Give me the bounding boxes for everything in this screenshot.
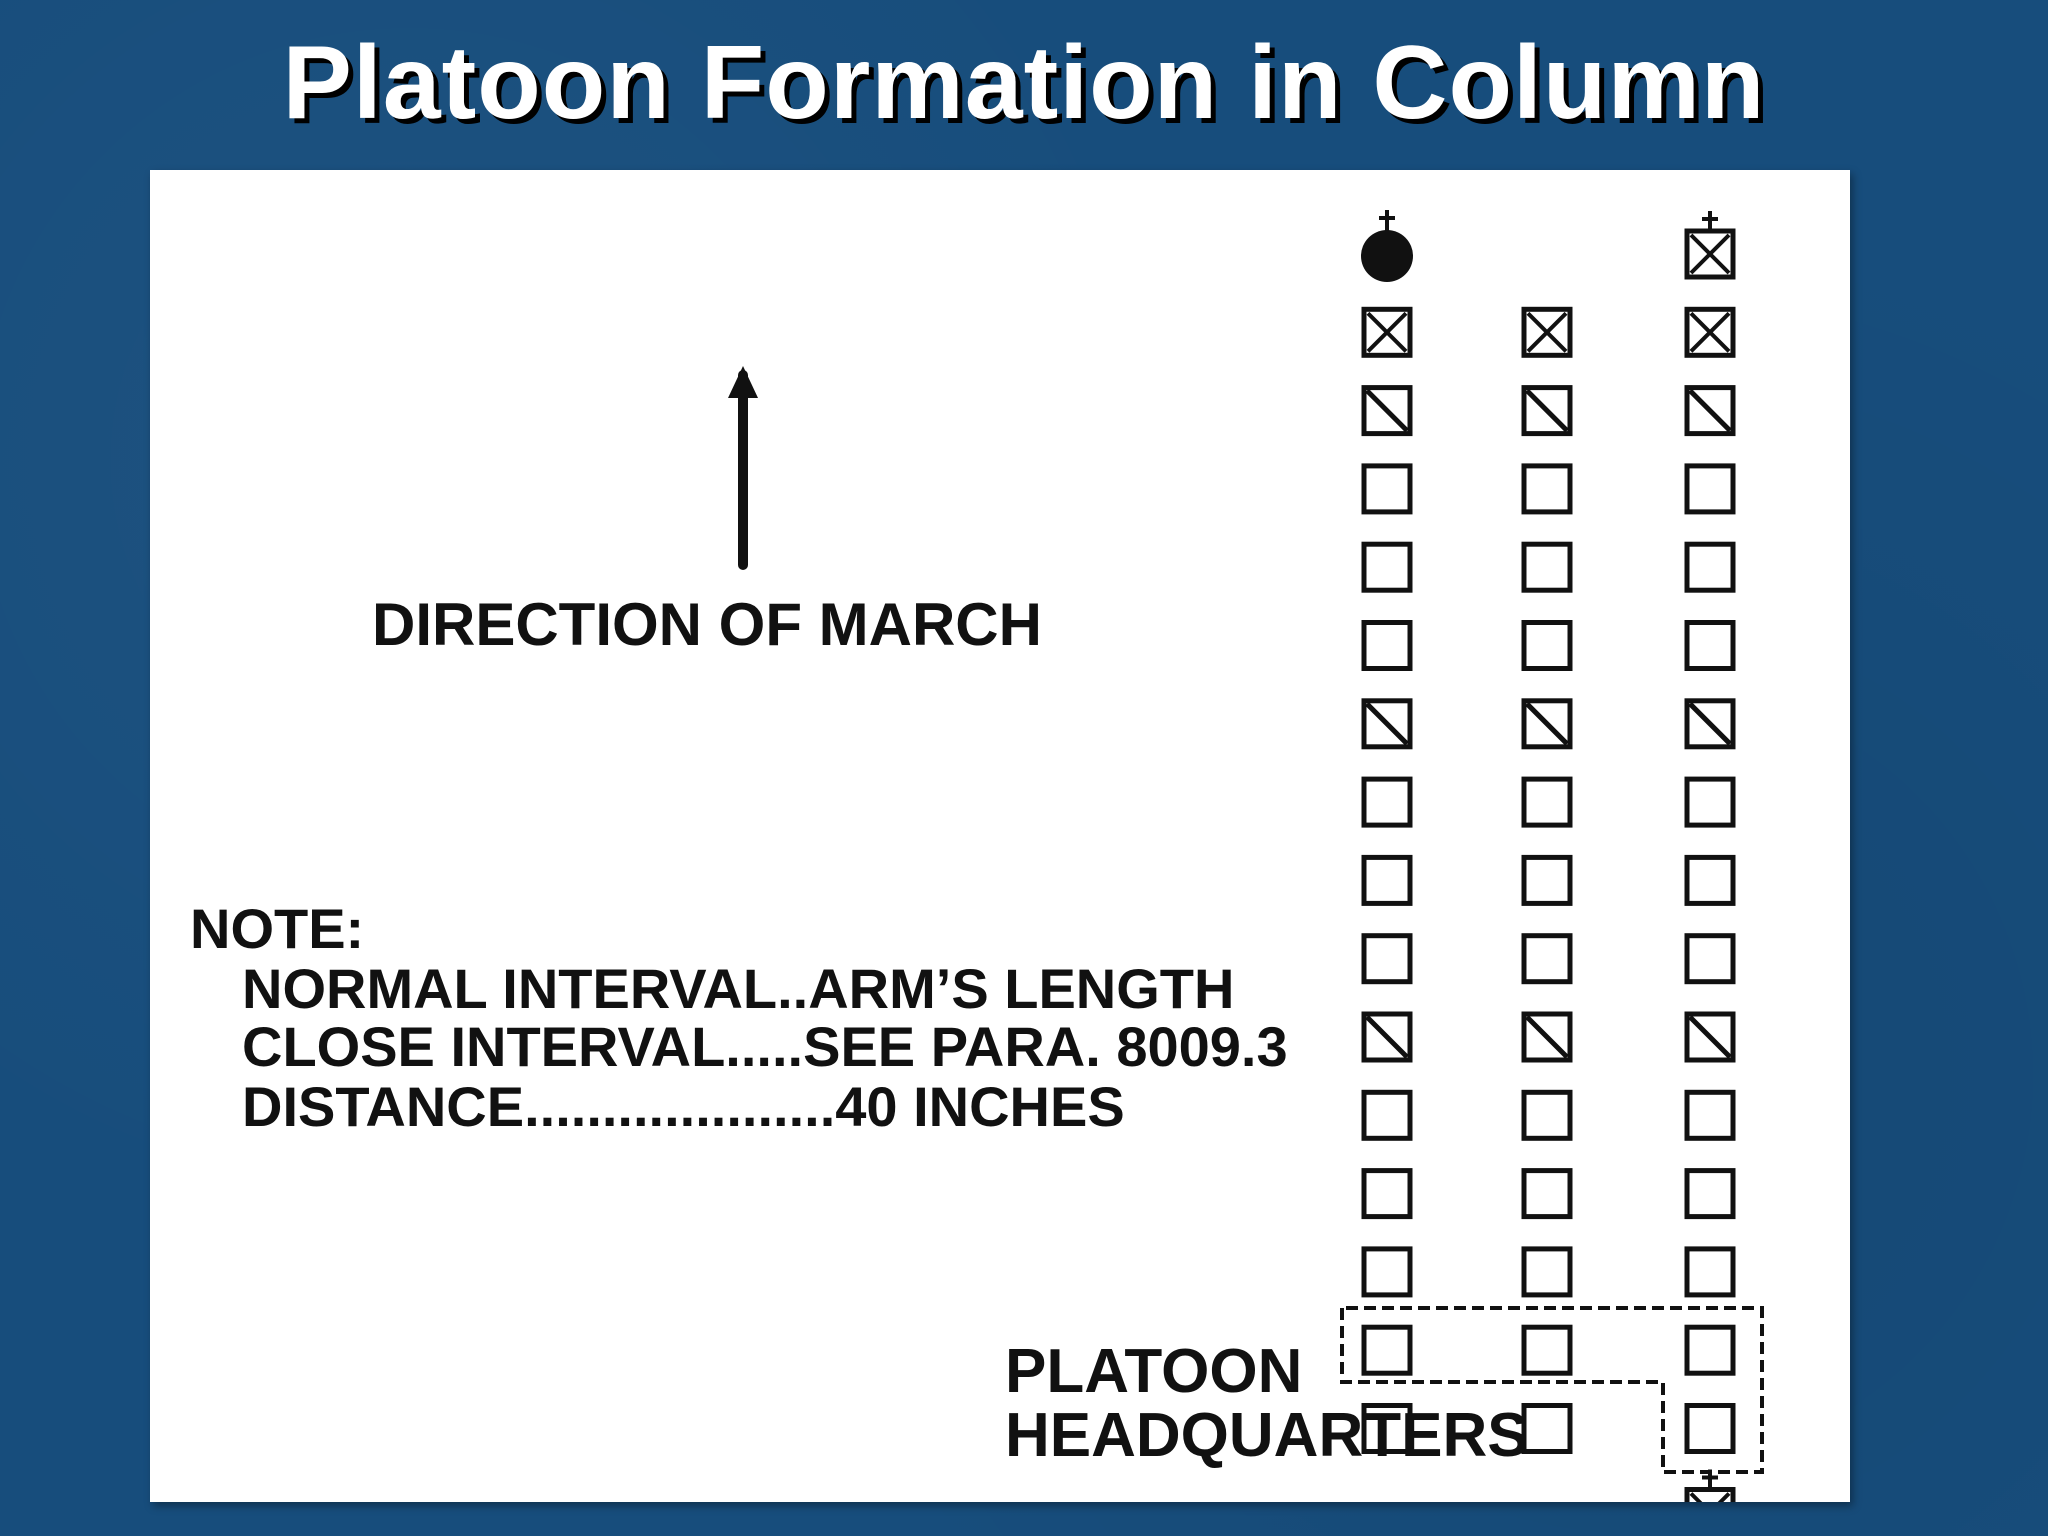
headquarters-member-symbol <box>1521 1403 1573 1454</box>
headquarters-label-line2: HEADQUARTERS <box>1005 1401 1529 1470</box>
member-symbol <box>1521 541 1573 593</box>
team-leader-symbol <box>1361 1011 1413 1063</box>
team-leader-symbol <box>1521 698 1573 750</box>
member-symbol <box>1684 541 1736 593</box>
member-symbol <box>1361 1324 1413 1376</box>
squad-leader-symbol <box>1684 306 1736 358</box>
member-symbol <box>1361 776 1413 828</box>
team-leader-symbol <box>1684 698 1736 750</box>
headquarters-dashed-box <box>1340 1306 1764 1474</box>
formation-diagram <box>728 210 1764 1502</box>
member-symbol <box>1684 933 1736 985</box>
member-symbol <box>1361 541 1413 593</box>
diagram-panel: DIRECTION OF MARCH NOTE: NORMAL INTERVAL… <box>150 170 1850 1502</box>
member-symbol <box>1684 1324 1736 1376</box>
direction-arrow-head <box>728 366 758 398</box>
member-symbol <box>1521 933 1573 985</box>
member-symbol <box>1684 854 1736 906</box>
member-symbol <box>1521 1246 1573 1298</box>
member-symbol <box>1361 1168 1413 1220</box>
member-symbol <box>1521 463 1573 515</box>
member-symbol <box>1521 854 1573 906</box>
member-symbol <box>1361 620 1413 671</box>
member-symbol <box>1684 463 1736 515</box>
direction-of-march-label: DIRECTION OF MARCH <box>372 591 1042 658</box>
team-leader-symbol <box>1521 1011 1573 1063</box>
team-leader-symbol <box>1684 385 1736 437</box>
note-heading: NOTE: <box>190 897 365 960</box>
squad-leader-symbol <box>1361 306 1413 358</box>
member-symbol <box>1361 1089 1413 1141</box>
team-leader-symbol <box>1361 385 1413 437</box>
formation-grid <box>1361 210 1736 1502</box>
team-leader-symbol <box>1361 698 1413 750</box>
note-normal-interval: NORMAL INTERVAL..ARM’S LENGTH <box>242 957 1235 1020</box>
headquarters-member-symbol <box>1684 1403 1736 1454</box>
direction-arrow <box>728 366 758 570</box>
guide-symbol <box>1684 211 1736 280</box>
note-close-interval: CLOSE INTERVAL.....SEE PARA. 8009.3 <box>242 1015 1288 1078</box>
team-leader-symbol <box>1684 1011 1736 1063</box>
member-symbol <box>1521 1324 1573 1376</box>
slide-title: Platoon Formation in Column <box>282 25 1766 141</box>
member-symbol <box>1361 1246 1413 1298</box>
headquarters-guide-symbol <box>1684 1469 1736 1502</box>
member-symbol <box>1521 1089 1573 1141</box>
member-symbol <box>1521 1168 1573 1220</box>
platoon-commander-symbol <box>1361 210 1413 282</box>
member-symbol <box>1361 463 1413 515</box>
team-leader-symbol <box>1521 385 1573 437</box>
member-symbol <box>1684 1168 1736 1220</box>
squad-leader-symbol <box>1521 306 1573 358</box>
member-symbol <box>1361 854 1413 906</box>
note-distance: DISTANCE....................40 INCHES <box>242 1075 1125 1138</box>
headquarters-member-symbol <box>1361 1403 1413 1454</box>
member-symbol <box>1684 776 1736 828</box>
headquarters-label-line1: PLATOON <box>1005 1337 1303 1406</box>
member-symbol <box>1684 620 1736 671</box>
member-symbol <box>1361 933 1413 985</box>
member-symbol <box>1521 620 1573 671</box>
member-symbol <box>1521 776 1573 828</box>
member-symbol <box>1684 1089 1736 1141</box>
member-symbol <box>1684 1246 1736 1298</box>
headquarters-outline <box>1340 1306 1764 1474</box>
